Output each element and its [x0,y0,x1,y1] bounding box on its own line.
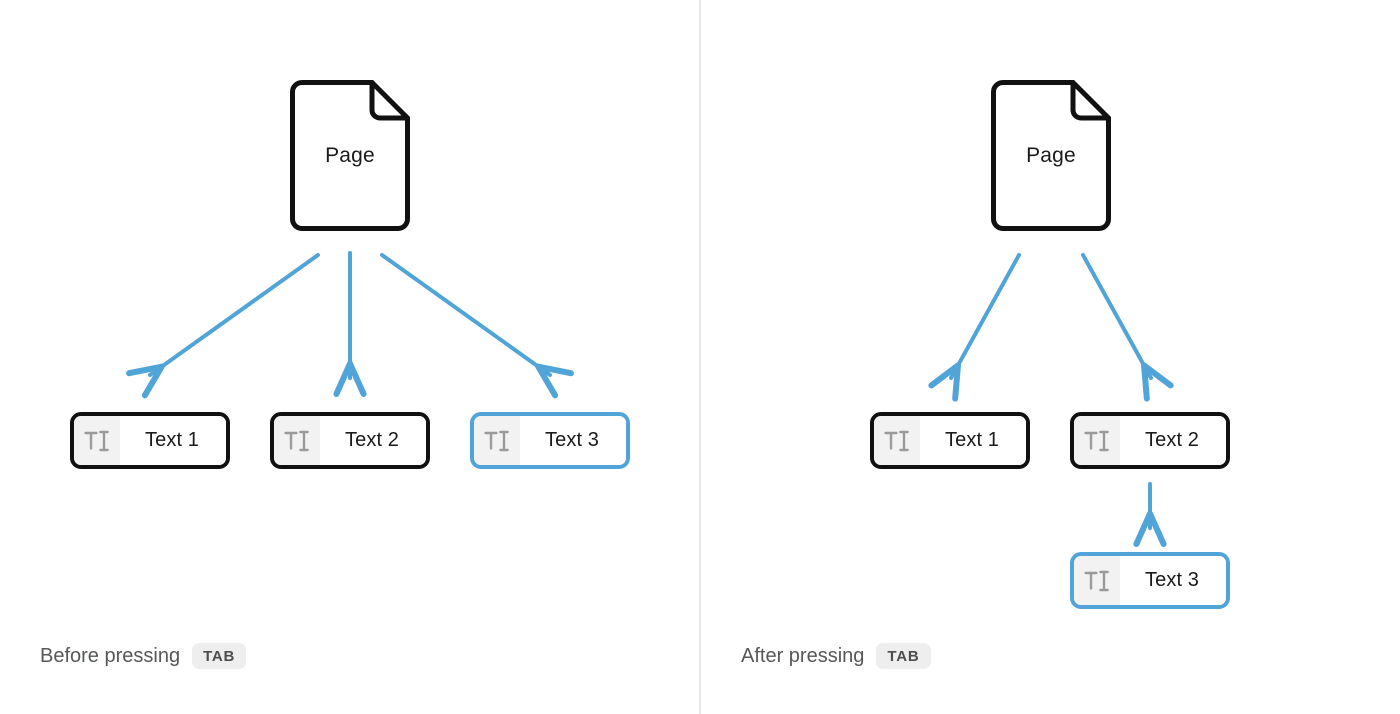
text-node-text-2[interactable]: Text 2 [270,412,430,469]
text-field-icon [74,416,120,465]
arrow-page-to-text3 [380,253,550,375]
text-node-label: Text 2 [320,416,426,465]
arrow-page-to-text1 [150,253,320,375]
text-field-icon [1074,416,1120,465]
page-node-after[interactable]: Page [991,80,1111,231]
page-node-label: Page [1026,143,1076,167]
panel-after: Page Text 1 [701,0,1400,714]
page-node-label: Page [325,143,375,167]
caption-text: After pressing [741,644,865,667]
panel-divider [699,0,701,714]
caption-text: Before pressing [40,644,181,667]
text-field-icon [874,416,920,465]
text-field-icon [274,416,320,465]
text-field-icon [474,416,520,465]
text-node-text-3[interactable]: Text 3 [1070,552,1230,609]
text-node-text-1[interactable]: Text 1 [870,412,1030,469]
text-node-text-1[interactable]: Text 1 [70,412,230,469]
caption-after: After pressing TAB [741,643,931,669]
text-node-text-2[interactable]: Text 2 [1070,412,1230,469]
text-node-label: Text 3 [1120,556,1226,605]
text-node-label: Text 1 [120,416,226,465]
caption-before: Before pressing TAB [40,643,247,669]
text-field-icon [1074,556,1120,605]
arrow-page-to-text2 [1081,253,1151,378]
tab-key-badge: TAB [876,643,931,669]
page-document-icon [290,80,410,231]
text-node-text-3[interactable]: Text 3 [470,412,630,469]
text-node-label: Text 3 [520,416,626,465]
page-node-before[interactable]: Page [290,80,410,231]
text-node-label: Text 2 [1120,416,1226,465]
panel-before: Page Text 1 [0,0,699,714]
page-document-icon [991,80,1111,231]
tab-key-badge: TAB [192,643,247,669]
text-node-label: Text 1 [920,416,1026,465]
arrow-page-to-text1 [951,253,1021,378]
